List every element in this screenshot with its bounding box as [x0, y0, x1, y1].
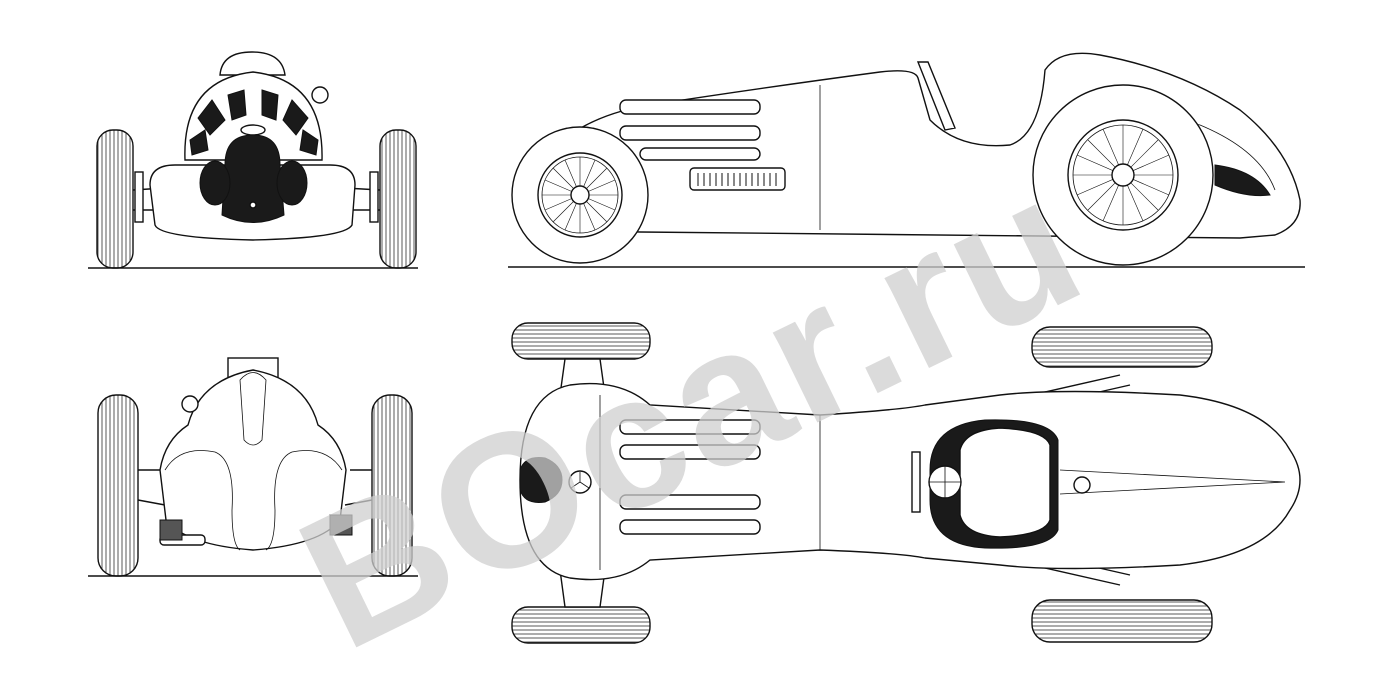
front-mirror — [311, 86, 329, 104]
rear-left-tyre — [97, 394, 139, 577]
rear-left-fairing — [164, 450, 241, 551]
front-cockpit-rim — [219, 51, 286, 76]
front-louver — [299, 129, 319, 156]
top-filler-cap — [1073, 476, 1091, 494]
front-left-intake — [199, 160, 231, 206]
rear-view — [88, 357, 418, 577]
front-louver — [282, 99, 309, 136]
top-steering-spokes — [929, 466, 961, 498]
top-star-points — [570, 472, 590, 489]
top-nose-grille — [519, 457, 563, 503]
front-suspension — [132, 187, 381, 211]
side-tail-shade — [1214, 164, 1271, 196]
front-left-tyre — [96, 129, 134, 269]
side-vent-panel — [689, 167, 786, 191]
top-rear-left-tyre — [1031, 326, 1213, 368]
front-louver — [227, 89, 247, 121]
front-view — [88, 51, 418, 269]
front-louver — [197, 99, 226, 136]
rear-spine — [239, 372, 267, 446]
front-left-hub — [134, 171, 144, 223]
front-louver — [261, 89, 279, 121]
side-rear-hub — [1111, 163, 1135, 187]
rear-right-tyre — [371, 394, 413, 577]
top-tail-ridge — [1059, 469, 1286, 495]
top-front-right-tyre — [511, 606, 651, 644]
rear-mirror — [181, 395, 199, 413]
front-right-intake — [276, 160, 308, 206]
rear-right-fairing — [265, 450, 343, 551]
top-view — [511, 322, 1301, 644]
rear-tail-body — [159, 369, 347, 551]
side-front-hub — [570, 185, 590, 205]
front-right-tyre — [379, 129, 417, 269]
front-star-badge — [240, 124, 266, 136]
front-right-hub — [369, 171, 379, 223]
rear-suspension — [137, 469, 373, 506]
rear-right-axle-box — [329, 514, 353, 536]
side-view — [508, 52, 1305, 268]
rear-left-axle-box — [159, 519, 183, 541]
top-louvers — [619, 419, 761, 535]
side-vent-slots — [697, 173, 777, 186]
front-grille — [221, 134, 285, 223]
front-louver — [189, 129, 209, 156]
side-windscreen — [916, 61, 956, 131]
side-louvers — [619, 99, 761, 161]
top-seat — [959, 427, 1051, 538]
front-crank — [249, 201, 257, 209]
front-upper-body — [184, 71, 323, 161]
top-windscreen — [911, 451, 921, 513]
top-rear-right-tyre — [1031, 599, 1213, 643]
